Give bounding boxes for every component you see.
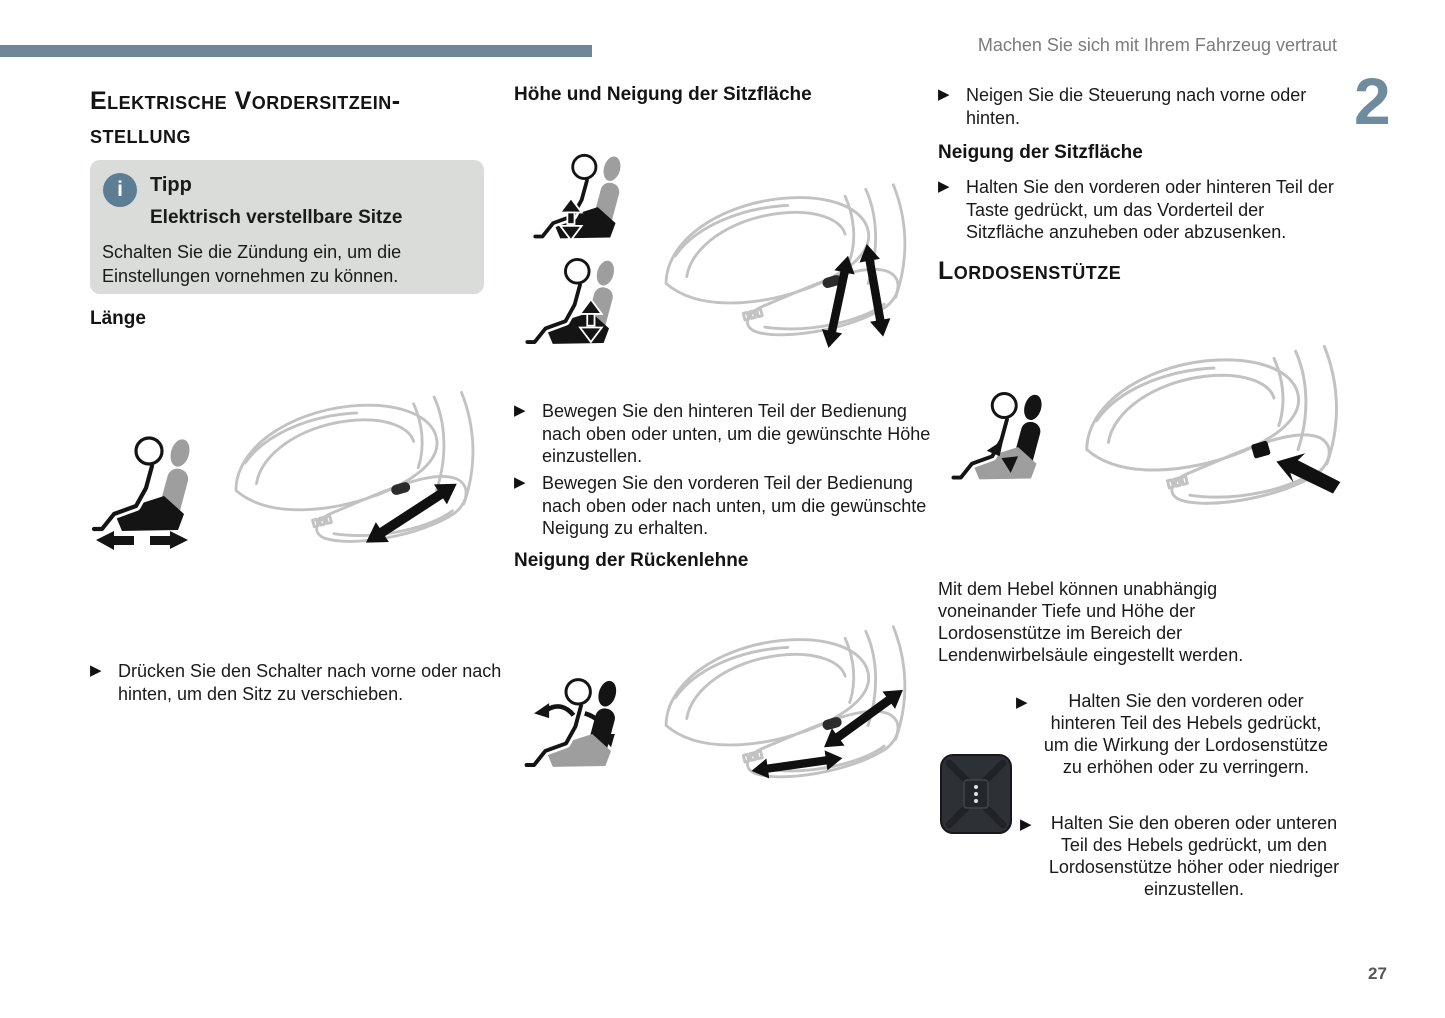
header-accent-bar [0, 45, 592, 57]
bullet-height-rear-text: Bewegen Sie den hinteren Teil der Bedien… [542, 401, 931, 466]
bullet-tilt-control: ▶ Neigen Sie die Steuerung nach vorne od… [938, 84, 1332, 129]
seat-person-pictogram-height-rear [518, 254, 617, 372]
heading-backrest-tilt: Neigung der Rückenlehne [514, 550, 749, 571]
chapter-number: 2 [1354, 64, 1391, 138]
bullet-arrow-icon: ▶ [514, 402, 526, 419]
heading-seat-height-tilt: Höhe und Neigung der Sitzfläche [514, 84, 812, 105]
seat-person-pictogram-height-front [528, 150, 624, 242]
bullet-cushion-tilt-text: Halten Sie den vorderen oder hinteren Te… [966, 177, 1334, 242]
left-column: Elektrische Vordersitzein- stellung i Ti… [90, 84, 501, 994]
middle-column: Höhe und Neigung der Sitzfläche [514, 84, 930, 994]
right-column: ▶ Neigen Sie die Steuerung nach vorne od… [938, 84, 1342, 994]
tip-label: Tipp [150, 174, 192, 196]
bullet-arrow-icon: ▶ [1020, 816, 1032, 833]
seat-drawing-height-arrows [664, 183, 907, 350]
bullet-length-text: Drücken Sie den Schalter nach vorne oder… [118, 661, 502, 704]
lumbar-intro-paragraph: Mit dem Hebel können unabhängig voneinan… [938, 579, 1244, 665]
lumbar-illustration [938, 330, 1348, 576]
info-icon: i [103, 173, 137, 207]
bullet-height-rear: ▶ Bewegen Sie den hinteren Teil der Bedi… [514, 400, 940, 468]
bullet-lumbar-height-text: Halten Sie den oberen oder unteren Teil … [1048, 813, 1340, 899]
seat-person-pictogram-length [92, 432, 193, 550]
seat-drawing-length-arrow [234, 391, 475, 553]
page-number: 27 [1368, 964, 1387, 983]
tip-box: i Tipp Elektrisch verstellbare Sitze Sch… [90, 160, 484, 294]
bullet-height-front-text: Bewegen Sie den vorderen Teil der Bedien… [542, 473, 927, 538]
bullet-arrow-icon: ▶ [1016, 694, 1028, 711]
section-title-lumbar: Lordosenstütze [938, 254, 1121, 288]
title-line-1: Elektrische Vordersitzein- [90, 87, 401, 115]
seat-drawing-backrest-arrows [664, 625, 910, 781]
seat-drawing-lumbar-arrow [1085, 344, 1341, 505]
bullet-lumbar-height: ▶ Halten Sie den oberen oder unteren Tei… [1020, 812, 1342, 900]
title-line-2: stellung [90, 121, 191, 149]
lumbar-title-text: Lordosenstütze [938, 257, 1122, 285]
heading-cushion-tilt: Neigung der Sitzfläche [938, 142, 1143, 163]
height-illustration [514, 140, 914, 396]
section-title-electric-front-seats: Elektrische Vordersitzein- stellung [90, 84, 401, 152]
length-illustration [90, 384, 484, 624]
bullet-length: ▶ Drücken Sie den Schalter nach vorne od… [90, 660, 510, 705]
lumbar-control-image [940, 754, 1012, 834]
bullet-arrow-icon: ▶ [938, 86, 950, 103]
running-header: Machen Sie sich mit Ihrem Fahrzeug vertr… [977, 35, 1337, 55]
heading-length: Länge [90, 308, 146, 329]
bullet-arrow-icon: ▶ [938, 178, 950, 195]
bullet-cushion-tilt: ▶ Halten Sie den vorderen oder hinteren … [938, 176, 1344, 244]
tip-subtitle: Elektrisch verstellbare Sitze [150, 207, 403, 228]
bullet-lumbar-depth: ▶ Halten Sie den vorderen oder hinteren … [1016, 690, 1330, 778]
seat-person-pictogram-lumbar [946, 388, 1045, 508]
seat-person-pictogram-backrest [516, 674, 620, 796]
bullet-arrow-icon: ▶ [514, 474, 526, 491]
tip-body: Schalten Sie die Zündung ein, um die Ein… [102, 242, 402, 286]
bullet-arrow-icon: ▶ [90, 662, 102, 679]
bullet-lumbar-depth-text: Halten Sie den vorderen oder hinteren Te… [1043, 691, 1329, 777]
bullet-tilt-control-text: Neigen Sie die Steuerung nach vorne oder… [966, 85, 1307, 128]
bullet-height-front: ▶ Bewegen Sie den vorderen Teil der Bedi… [514, 472, 940, 540]
backrest-illustration [514, 598, 914, 888]
